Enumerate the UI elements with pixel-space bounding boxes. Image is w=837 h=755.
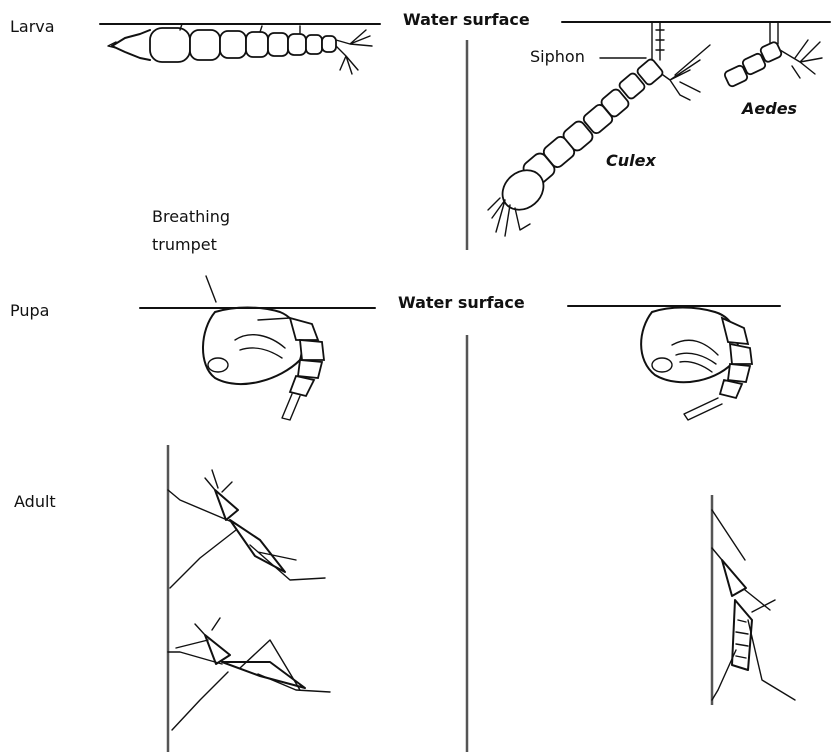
breathing-trumpet-label-line1: Breathing [152,208,230,226]
siphon-label: Siphon [530,48,585,66]
adult-mosquito-lower-left [168,618,330,730]
breathing-trumpet-label-line2: trumpet [152,236,217,254]
culex-larva [488,22,710,236]
water-surface-label-mid: Water surface [398,294,525,312]
stage-label-pupa: Pupa [10,302,49,320]
breathing-trumpet-leader-line [206,276,216,302]
water-surface-label-top: Water surface [403,11,530,29]
aedes-label: Aedes [742,100,797,118]
stage-label-adult: Adult [14,493,56,511]
pupa-left [203,308,324,421]
aedes-larva [724,22,822,87]
anopheles-larva [108,24,372,74]
adult-mosquito-upper-left [168,470,325,588]
pupa-right [641,308,752,421]
stage-label-larva: Larva [10,18,55,36]
culex-label: Culex [606,152,656,170]
adult-mosquito-right [712,510,795,700]
